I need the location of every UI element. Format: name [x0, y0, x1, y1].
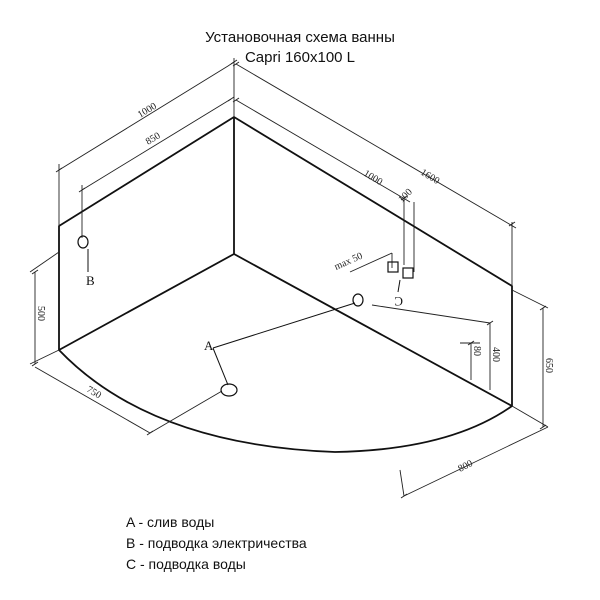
dimension-ticks: [31, 59, 547, 499]
drain-point-a: [220, 383, 238, 397]
water-valve-right: [402, 267, 414, 279]
label-a: A: [204, 338, 214, 353]
legend-item-b: B - подводка электричества: [126, 535, 307, 551]
dim-500: 500: [35, 306, 46, 321]
electric-point-b: [77, 235, 89, 249]
dim-1600: 1600: [418, 167, 441, 187]
diagram-title: Установочная схема ванны Capri 160x100 L: [0, 28, 600, 68]
title-line-2: Capri 160x100 L: [244, 49, 356, 66]
legend: A - слив воды B - подводка электричества…: [126, 512, 307, 575]
label-c: C: [394, 294, 403, 309]
tub-front-curve: [58, 349, 513, 453]
dim-400: 400: [490, 347, 501, 362]
legend-item-a: A - слив воды: [126, 514, 215, 530]
title-line-1: Установочная схема ванны: [205, 29, 395, 46]
dim-650: 650: [543, 358, 554, 373]
legend-item-c: C - подводка воды: [126, 556, 246, 572]
dim-800: 800: [456, 458, 474, 475]
dim-max50: max 50: [333, 251, 365, 273]
dim-80: 80: [471, 346, 482, 356]
connection-points: [77, 235, 414, 397]
tub-left-wall: [58, 116, 513, 406]
dim-100: 100: [396, 187, 414, 205]
label-b: B: [86, 273, 95, 288]
leader-lines: [87, 249, 401, 386]
bathtub-outline: [58, 116, 513, 453]
dimension-lines: [29, 58, 549, 497]
water-point-c: [352, 293, 364, 307]
dim-750: 750: [84, 384, 103, 401]
water-valve-left: [387, 261, 399, 273]
dim-850: 850: [144, 130, 163, 147]
tub-floor-edges: [58, 253, 513, 407]
dim-1000-top: 1000: [136, 101, 159, 121]
